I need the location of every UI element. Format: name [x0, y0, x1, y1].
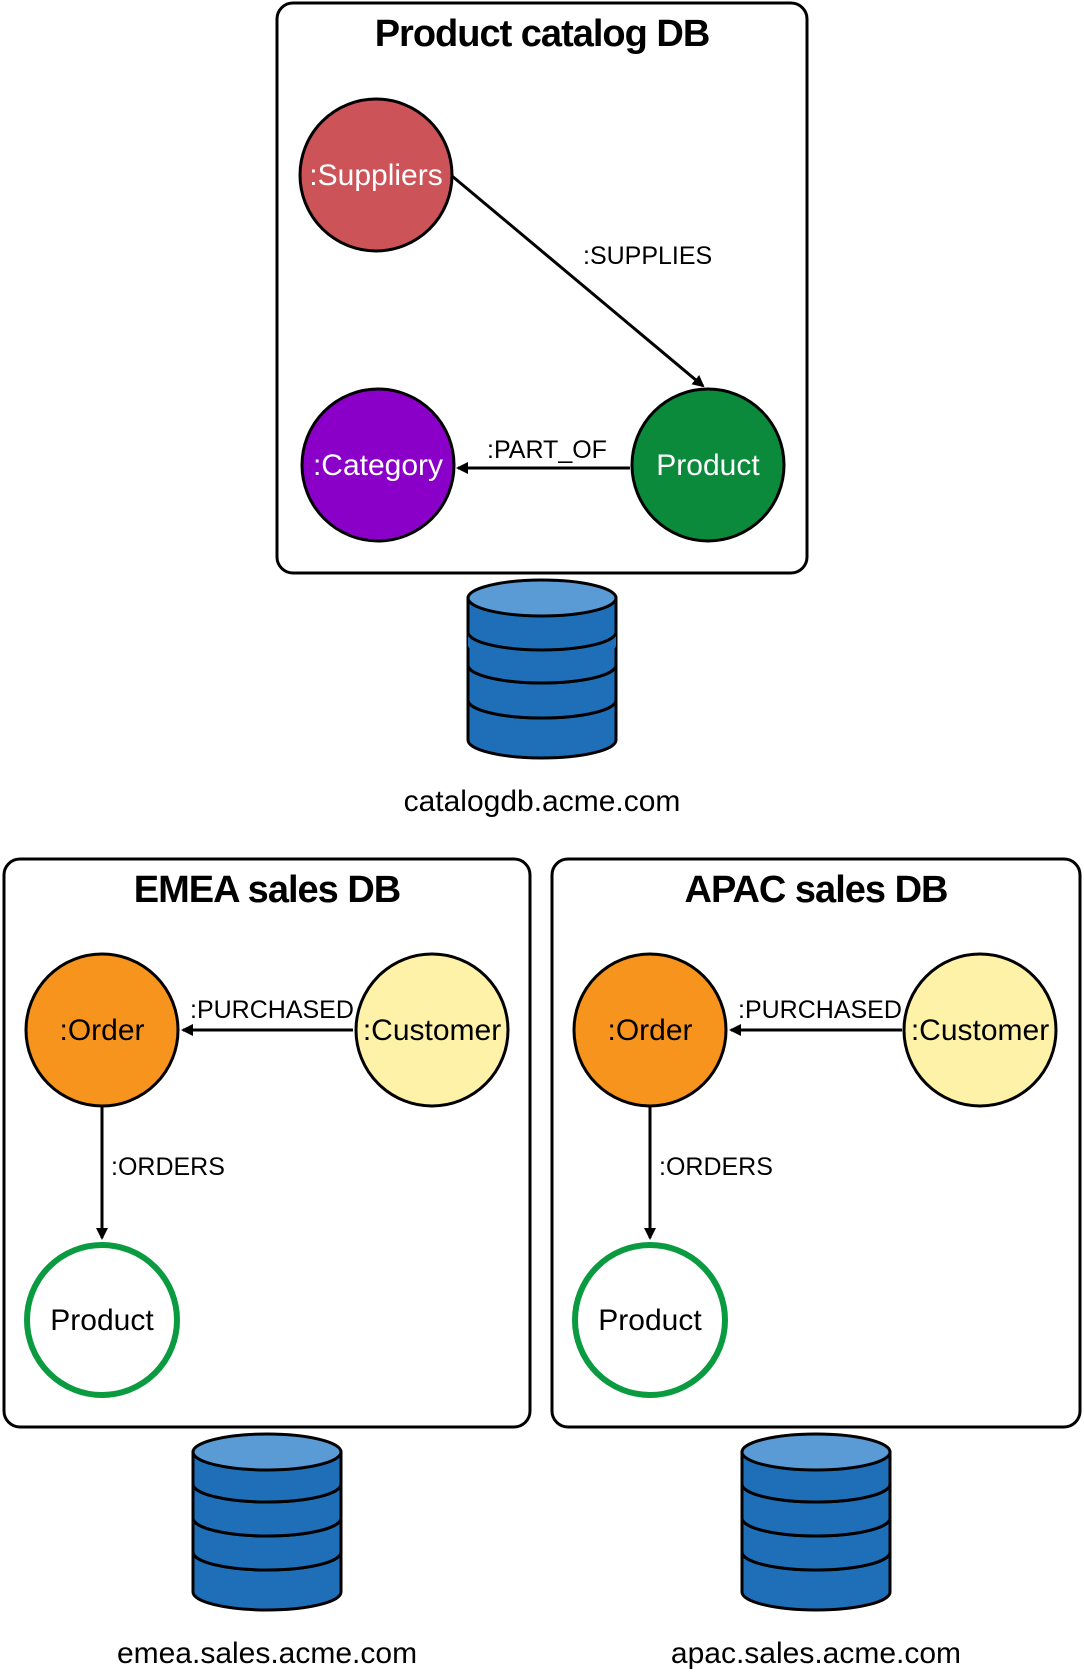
emea-product-node-circle [24, 1242, 180, 1398]
catalog-db-panel: Product catalog DB :SUPPLIES :PART_OF :S… [275, 1, 809, 575]
catalog-host-label: catalogdb.acme.com [404, 785, 681, 818]
emea-customer-node-label: :Customer [363, 1014, 501, 1047]
apac-order-node-label: :Order [607, 1014, 692, 1047]
emea-database-icon [191, 1432, 343, 1612]
apac-order-node-circle [572, 952, 728, 1108]
catalog-product-node[interactable]: Product [630, 387, 786, 543]
apac-host-label: apac.sales.acme.com [671, 1637, 961, 1670]
emea-customer-node[interactable]: :Customer [354, 952, 510, 1108]
apac-customer-node[interactable]: :Customer [902, 952, 1058, 1108]
apac-customer-node-label: :Customer [911, 1014, 1049, 1047]
suppliers-node-label: :Suppliers [309, 159, 442, 192]
emea-order-node[interactable]: :Order [24, 952, 180, 1108]
emea-product-node-label: Product [50, 1304, 154, 1337]
category-node-label: :Category [313, 449, 443, 482]
catalog-product-node-circle [630, 387, 786, 543]
category-node[interactable]: :Category [300, 387, 456, 543]
emea-product-node[interactable]: Product [24, 1242, 180, 1398]
part-of-edge-label: :PART_OF [487, 436, 607, 464]
emea-orders-edge-label: :ORDERS [111, 1153, 225, 1181]
apac-database-icon [740, 1432, 892, 1612]
emea-db-title: EMEA sales DB [134, 869, 400, 911]
category-node-circle [300, 387, 456, 543]
apac-purchased-edge-label: :PURCHASED [738, 996, 902, 1024]
catalog-db-title: Product catalog DB [375, 13, 710, 55]
apac-customer-node-circle [902, 952, 1058, 1108]
supplies-edge-label: :SUPPLIES [583, 242, 712, 270]
apac-orders-edge-label: :ORDERS [659, 1153, 773, 1181]
apac-product-node-circle [572, 1242, 728, 1398]
apac-order-node[interactable]: :Order [572, 952, 728, 1108]
apac-db-panel: APAC sales DB :PURCHASED :ORDERS :Order … [550, 857, 1082, 1429]
apac-product-node-label: Product [598, 1304, 702, 1337]
emea-order-node-label: :Order [59, 1014, 144, 1047]
apac-product-node[interactable]: Product [572, 1242, 728, 1398]
suppliers-node[interactable]: :Suppliers [298, 97, 454, 253]
suppliers-node-circle [298, 97, 454, 253]
emea-customer-node-circle [354, 952, 510, 1108]
database-icon [466, 578, 618, 760]
catalog-product-node-label: Product [656, 449, 760, 482]
emea-purchased-edge-label: :PURCHASED [190, 996, 354, 1024]
emea-order-node-circle [24, 952, 180, 1108]
supplies-edge [451, 174, 705, 388]
emea-host-label: emea.sales.acme.com [117, 1637, 417, 1670]
apac-db-title: APAC sales DB [685, 869, 948, 911]
catalog-database-icon [466, 578, 618, 760]
emea-db-panel: EMEA sales DB :PURCHASED :ORDERS :Order … [2, 857, 532, 1429]
